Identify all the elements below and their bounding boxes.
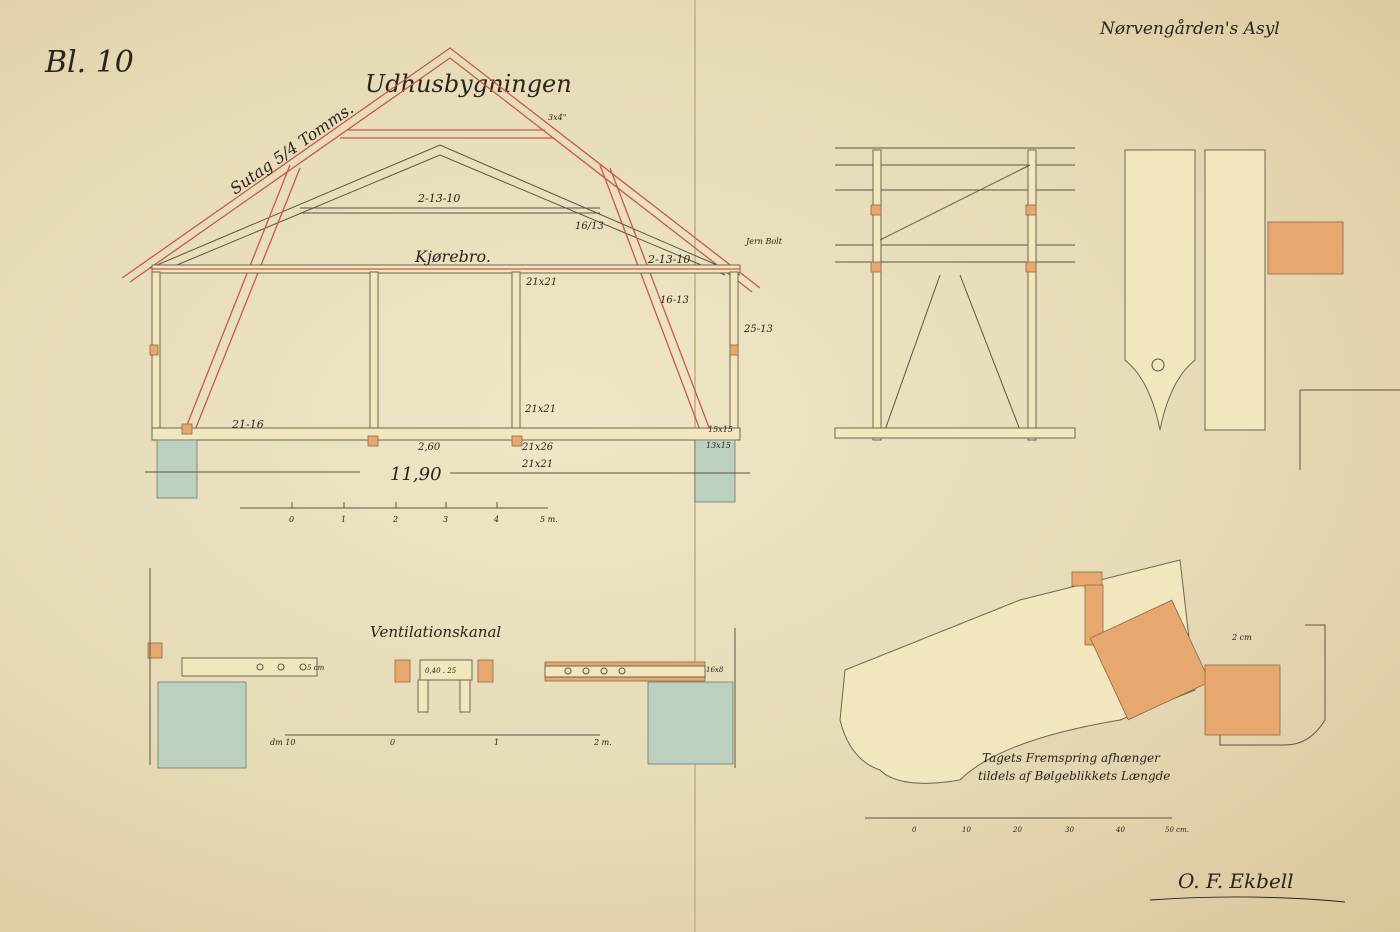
scale-tick-label: 2 m. [593,738,612,747]
dim-wall-post: 25-13 [743,324,773,335]
scale-tick-label: 3 [443,515,448,524]
dim-post-low: 21x21 [521,459,553,470]
eaves-note-line1: Tagets Fremspring afhænger [982,751,1161,765]
dim-beam-low: 21x26 [521,442,554,453]
eaves-detail: 2 cm Tagets Fremspring afhænger tildels … [839,559,1326,834]
project-title: Nørvengården's Asyl [1099,19,1280,39]
dim-tie-beam: 2-13-10 [647,253,690,266]
scale-tick-label: 20 [1012,826,1022,834]
corner-size-label: 16x8 [706,666,724,674]
signature: O. F. Ekbell [1178,869,1294,893]
dim-brace: 16-13 [660,295,689,306]
dim-corner: 15x15 [708,425,733,434]
roof-covering-label: Sutag 5/4 Tomms. [226,99,357,198]
scale-tick-label: 10 [962,826,971,834]
eaves-note-line2: tildels af Bølgeblikkets Længde [978,769,1170,783]
dim-span-part: 2,60 [417,442,441,453]
scale-tick-label: 2 [392,515,398,524]
scale-tick-label: 0 [912,826,917,834]
scale-tick-label: 30 [1065,826,1074,834]
duct-size-label: 0,40 . 25 [425,667,457,675]
scale-tick-label: 0 [390,738,395,747]
roof-truss [121,47,761,431]
dim-bolt: Jern Bolt [744,237,783,246]
scale-tick-label: 4 [493,515,499,524]
scale-tick-label: dm 10 [270,738,295,747]
signature-underline [1149,896,1346,903]
scale-tick-label: 50 cm. [1165,826,1189,834]
main-title: Udhusbygningen [365,70,572,98]
dim-sill: 21-16 [231,418,264,431]
dim-span-total: 11,90 [390,464,442,485]
dim-strut: 16/13 [575,221,604,232]
hole-size-label: 5 cm [307,664,325,672]
dim-post-top: 21x21 [525,277,557,288]
driveway-label: Kjørebro. [414,247,491,266]
scale-bar-main: 0 1 2 3 4 5 m. [240,502,558,524]
bolt-size-label: 2 cm [1231,633,1252,642]
dim-post-mid: 21x21 [524,404,556,415]
scale-tick-label: 0 [289,515,294,524]
scale-tick-label: 5 m. [540,515,558,524]
walls-frame [149,264,741,503]
ventilation-detail: Ventilationskanal 5 cm 0,40 . 25 16x8 dm… [147,568,736,769]
roof-edge-detail [834,147,1076,441]
ventilation-title: Ventilationskanal [370,623,501,641]
dim-corner2: 13x15 [706,441,731,450]
beam-end-detail [1124,149,1400,470]
dim-collar-beam: 2-13-10 [417,192,460,205]
scale-tick-label: 1 [341,515,346,524]
scale-tick-label: 40 [1115,826,1125,834]
scale-tick-label: 1 [494,738,499,747]
sheet-number: Bl. 10 [44,45,134,80]
dim-rafter-top: 3x4" [548,113,566,122]
